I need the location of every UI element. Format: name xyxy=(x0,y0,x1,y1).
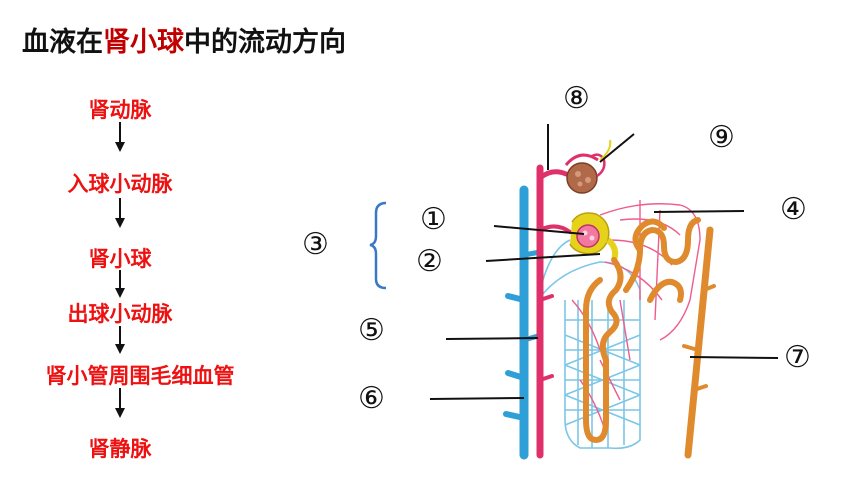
label-1: ① xyxy=(420,202,447,237)
leader-5 xyxy=(445,337,539,340)
leader-2 xyxy=(485,253,601,262)
title-highlight: 肾小球 xyxy=(103,27,184,58)
glomerulus-top xyxy=(564,139,612,194)
label-9: ⑨ xyxy=(708,120,735,155)
flow-step-afferent-arteriole: 入球小动脉 xyxy=(67,172,173,196)
title-suffix: 中的流动方向 xyxy=(184,27,346,58)
bowmans-capsule xyxy=(569,212,619,261)
flow-arrow-1 xyxy=(115,122,125,152)
flow-step-efferent-arteriole: 出球小动脉 xyxy=(67,302,173,326)
flow-step-renal-artery: 肾动脉 xyxy=(88,98,152,122)
leader-6 xyxy=(429,397,525,400)
flow-step-peritubular-capillaries: 肾小管周围毛细血管 xyxy=(45,364,235,388)
leader-7 xyxy=(689,356,779,359)
leader-1 xyxy=(493,225,585,235)
label-7: ⑦ xyxy=(784,340,811,375)
title-prefix: 血液在 xyxy=(22,27,103,58)
label-2: ② xyxy=(416,244,443,279)
flow-arrow-5 xyxy=(115,388,125,418)
leader-lines xyxy=(429,124,779,400)
flow-arrow-3 xyxy=(115,270,125,300)
collecting-duct xyxy=(682,226,716,459)
label-5: ⑤ xyxy=(358,313,385,348)
flow-step-renal-vein: 肾静脉 xyxy=(88,437,152,461)
leader-9 xyxy=(599,133,635,163)
leader-4 xyxy=(653,210,745,213)
renal-artery xyxy=(536,164,572,459)
label-8: ⑧ xyxy=(563,81,590,116)
page-title: 血液在肾小球中的流动方向 xyxy=(22,20,346,59)
flow-arrow-2 xyxy=(115,198,125,228)
bracket-3 xyxy=(369,201,387,290)
flow-step-glomerulus: 肾小球 xyxy=(88,247,152,271)
label-3: ③ xyxy=(302,227,329,262)
label-6: ⑥ xyxy=(358,381,385,416)
flow-arrow-4 xyxy=(115,326,125,356)
renal-tubule xyxy=(583,217,701,443)
label-4: ④ xyxy=(780,192,807,227)
